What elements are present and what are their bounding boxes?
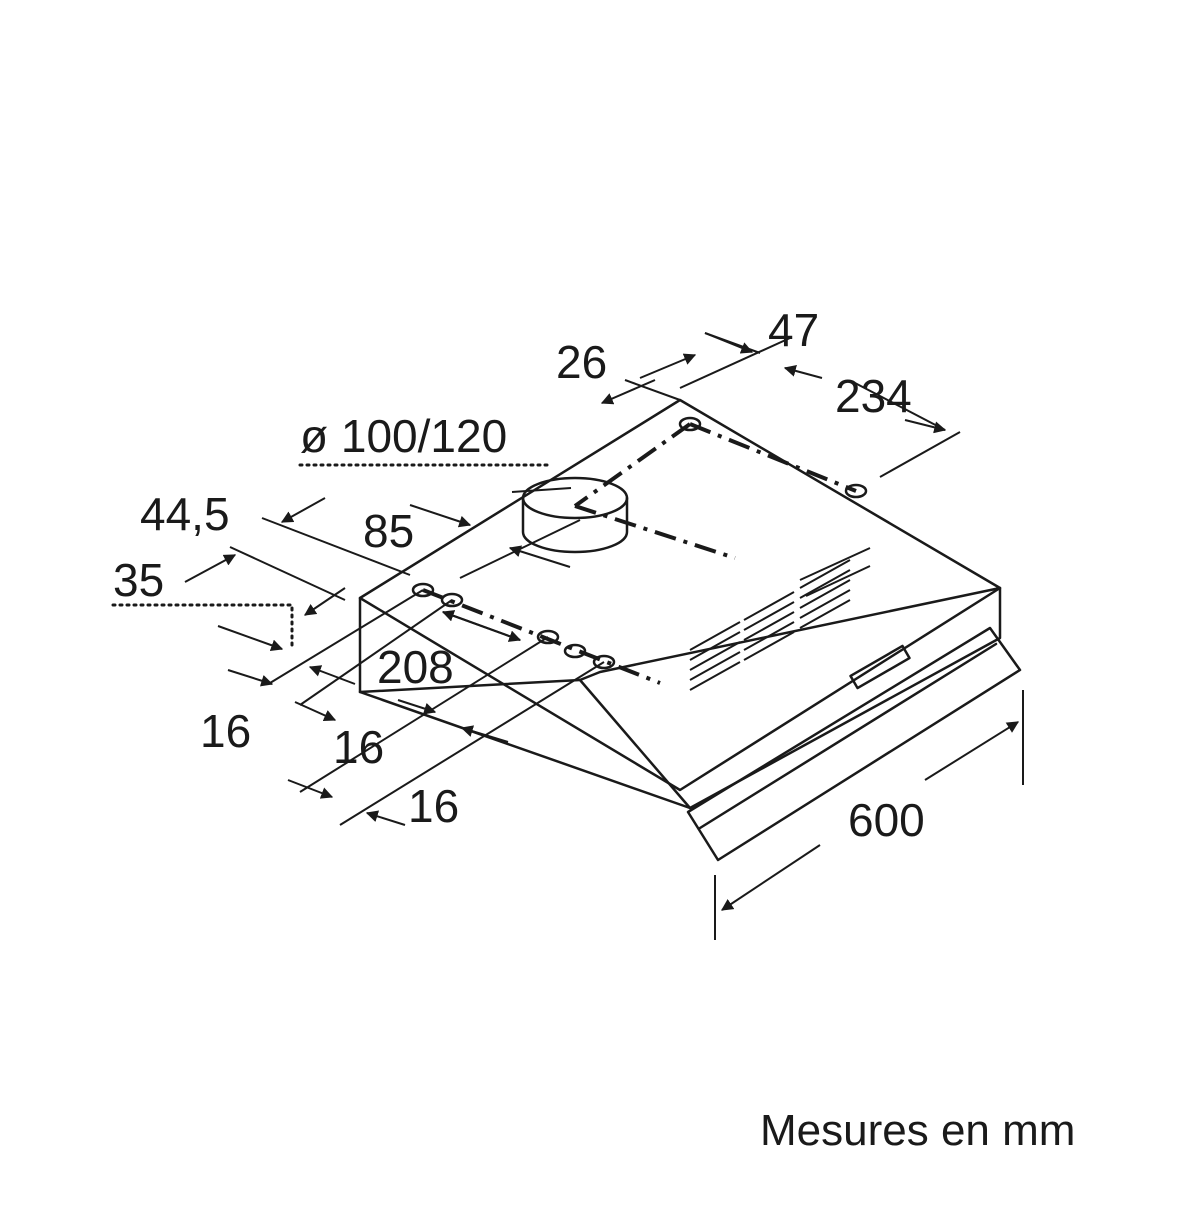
mounting-holes [411, 416, 868, 670]
dim-16-bottom-label: 16 [408, 780, 459, 832]
hood-visor-inner [698, 642, 998, 830]
dimension-labels: 26 47 234 ø 100/120 44,5 85 35 208 16 16… [113, 304, 925, 846]
dim-44-5-label: 44,5 [140, 488, 230, 540]
hood-body [358, 398, 1022, 862]
offset-35-reference-line [111, 603, 294, 650]
dim-diameter-label: ø 100/120 [300, 410, 507, 462]
exhaust-collar [521, 476, 629, 554]
dim-85-label: 85 [363, 505, 414, 557]
dim-35-label: 35 [113, 554, 164, 606]
hood-front-face [578, 586, 1002, 810]
dim-600-label: 600 [848, 794, 925, 846]
dimension-lines [184, 332, 1024, 940]
dim-16-middle-label: 16 [333, 721, 384, 773]
hood-visor [686, 626, 1022, 862]
dim-26-label: 26 [556, 336, 607, 388]
units-caption: Mesures en mm [760, 1106, 1075, 1155]
hood-bottom-edge [358, 690, 692, 810]
center-lines [422, 422, 857, 685]
dim-208-label: 208 [377, 641, 454, 693]
vent-grille [689, 547, 871, 691]
control-slot [849, 644, 911, 690]
dim-16-left-label: 16 [200, 705, 251, 757]
dim-234-label: 234 [835, 370, 912, 422]
dim-47-label: 47 [768, 304, 819, 356]
